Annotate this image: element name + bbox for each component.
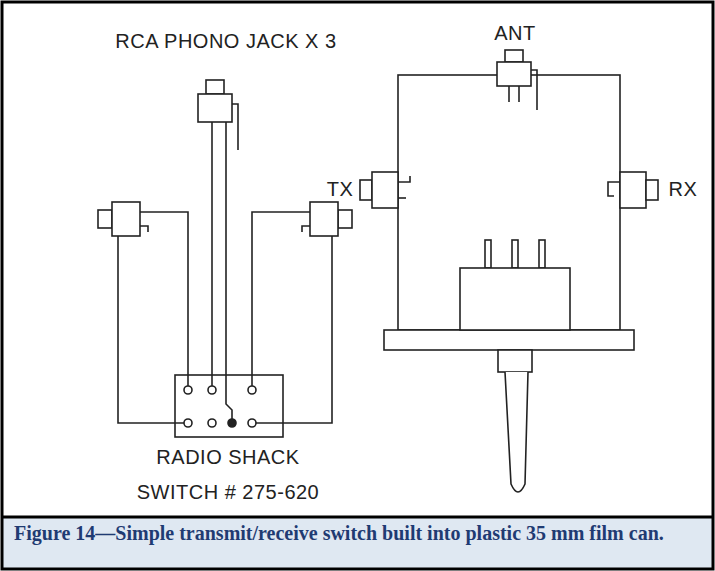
part-label: RADIO SHACK SWITCH # 275-620 — [126, 440, 331, 510]
part-label: RCA PHONO JACK X 3 — [115, 30, 336, 53]
connector-label: TX — [327, 178, 354, 201]
film-can-illustration — [360, 50, 658, 492]
connector-label: RX — [669, 178, 698, 201]
wiring-schematic — [98, 80, 352, 437]
figure-caption: Figure 14—Simple transmit/receive switch… — [14, 522, 699, 545]
caption-band — [3, 518, 712, 568]
connector-label: ANT — [494, 22, 536, 45]
divider — [2, 516, 713, 519]
